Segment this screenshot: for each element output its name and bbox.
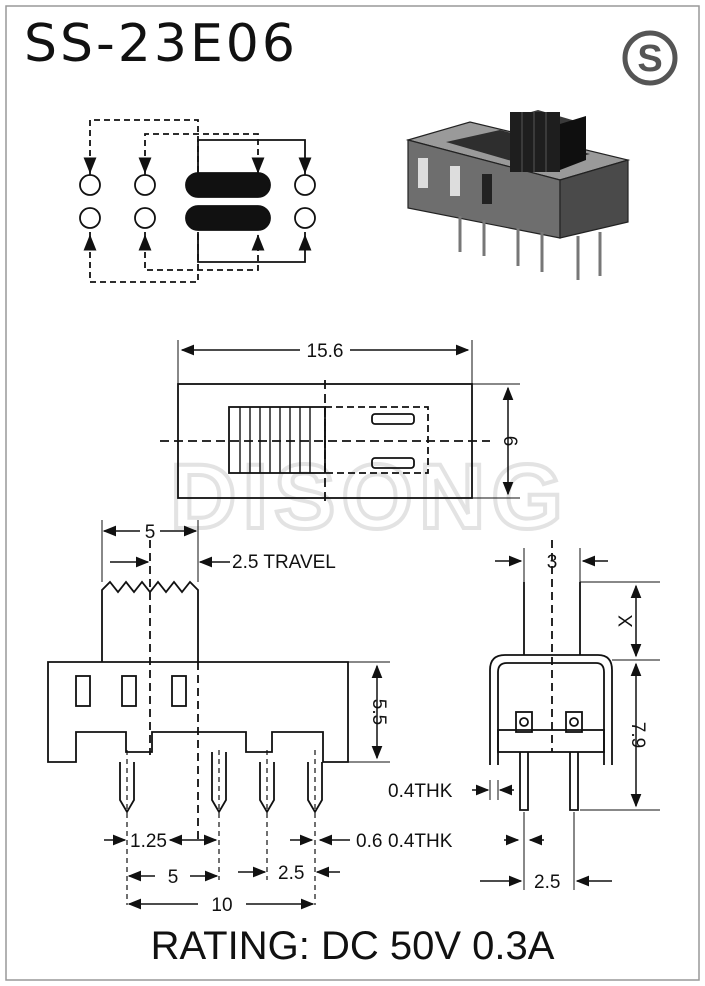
dim-actuator-width: 5 [145, 522, 156, 543]
brand-logo: S [622, 30, 678, 86]
dim-pitch-2-5: 2.5 [278, 863, 304, 884]
side-view-drawing [489, 540, 660, 890]
part-number-title: SS-23E06 [24, 14, 298, 74]
contact-terminal [134, 174, 156, 196]
schematic-diagram [79, 119, 316, 283]
dim-thickness-2: 0.4THK [388, 831, 453, 852]
dim-thickness-1: 0.4THK [388, 781, 453, 802]
dim-actuator-side: 3 [547, 552, 558, 573]
dim-overall-length: 15.6 [307, 341, 344, 362]
dim-pitch-10: 10 [211, 895, 232, 916]
dim-travel: 2.5 TRAVEL [232, 552, 336, 573]
slider-contact [185, 205, 271, 231]
watermark: DISONG [170, 446, 569, 548]
contact-terminal [294, 174, 316, 196]
dim-side-height: 7.9 [627, 722, 648, 748]
dim-actuator-height: X [616, 614, 637, 627]
dim-width: 6 [499, 436, 520, 447]
front-view-drawing [47, 520, 390, 905]
contact-terminal [134, 207, 156, 229]
dim-pitch-5: 5 [168, 867, 179, 888]
page-border [5, 5, 700, 981]
dim-side-pitch: 2.5 [534, 872, 560, 893]
contact-terminal [79, 207, 101, 229]
product-3d-view [405, 110, 631, 280]
contact-terminal [294, 207, 316, 229]
contact-terminal [79, 174, 101, 196]
dim-pin-width: 0.6 [356, 831, 382, 852]
dim-pin-pitch-small: 1.25 [130, 831, 167, 852]
rating-label: RATING: DC 50V 0.3A [150, 924, 555, 968]
logo-letter: S [637, 38, 662, 80]
top-view-drawing [160, 340, 520, 502]
slider-contact [185, 172, 271, 198]
dim-body-height: 5.5 [368, 699, 389, 725]
